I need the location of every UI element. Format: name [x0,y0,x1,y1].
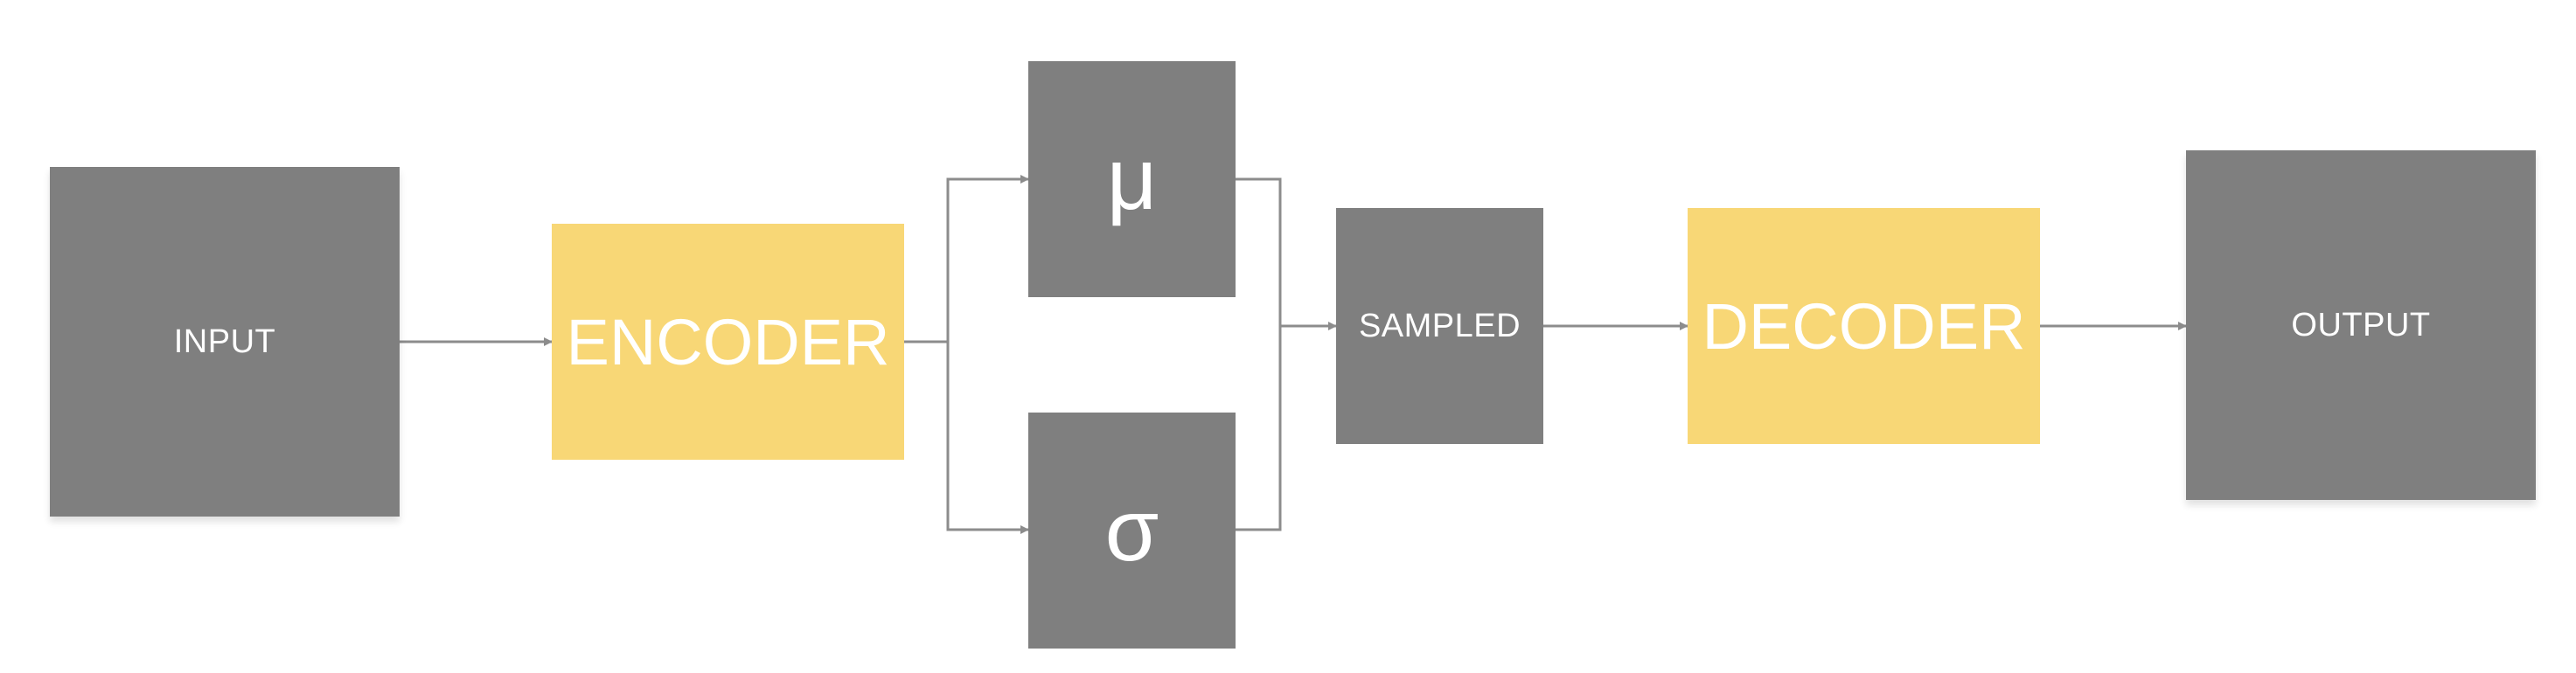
mu-node: μ [1028,61,1236,297]
arrow-encoder-to-sigma [946,342,1029,534]
connector-mu-to-merge [1236,177,1282,326]
sampled-label: SAMPLED [1358,307,1521,344]
mu-label: μ [1106,130,1158,228]
output-label: OUTPUT [2291,306,2431,343]
decoder-label: DECODER [1702,289,2026,363]
output-node: OUTPUT [2186,150,2536,500]
encoder-node: ENCODER [552,224,904,460]
input-node: INPUT [50,167,400,517]
sigma-label: σ [1104,482,1159,579]
connector-sigma-to-merge [1236,326,1282,531]
decoder-node: DECODER [1688,208,2040,444]
sigma-node: σ [1028,413,1236,649]
input-label: INPUT [173,323,276,360]
encoder-label: ENCODER [566,305,890,378]
arrow-encoder-to-mu [904,175,1029,343]
sampled-node: SAMPLED [1336,208,1543,444]
